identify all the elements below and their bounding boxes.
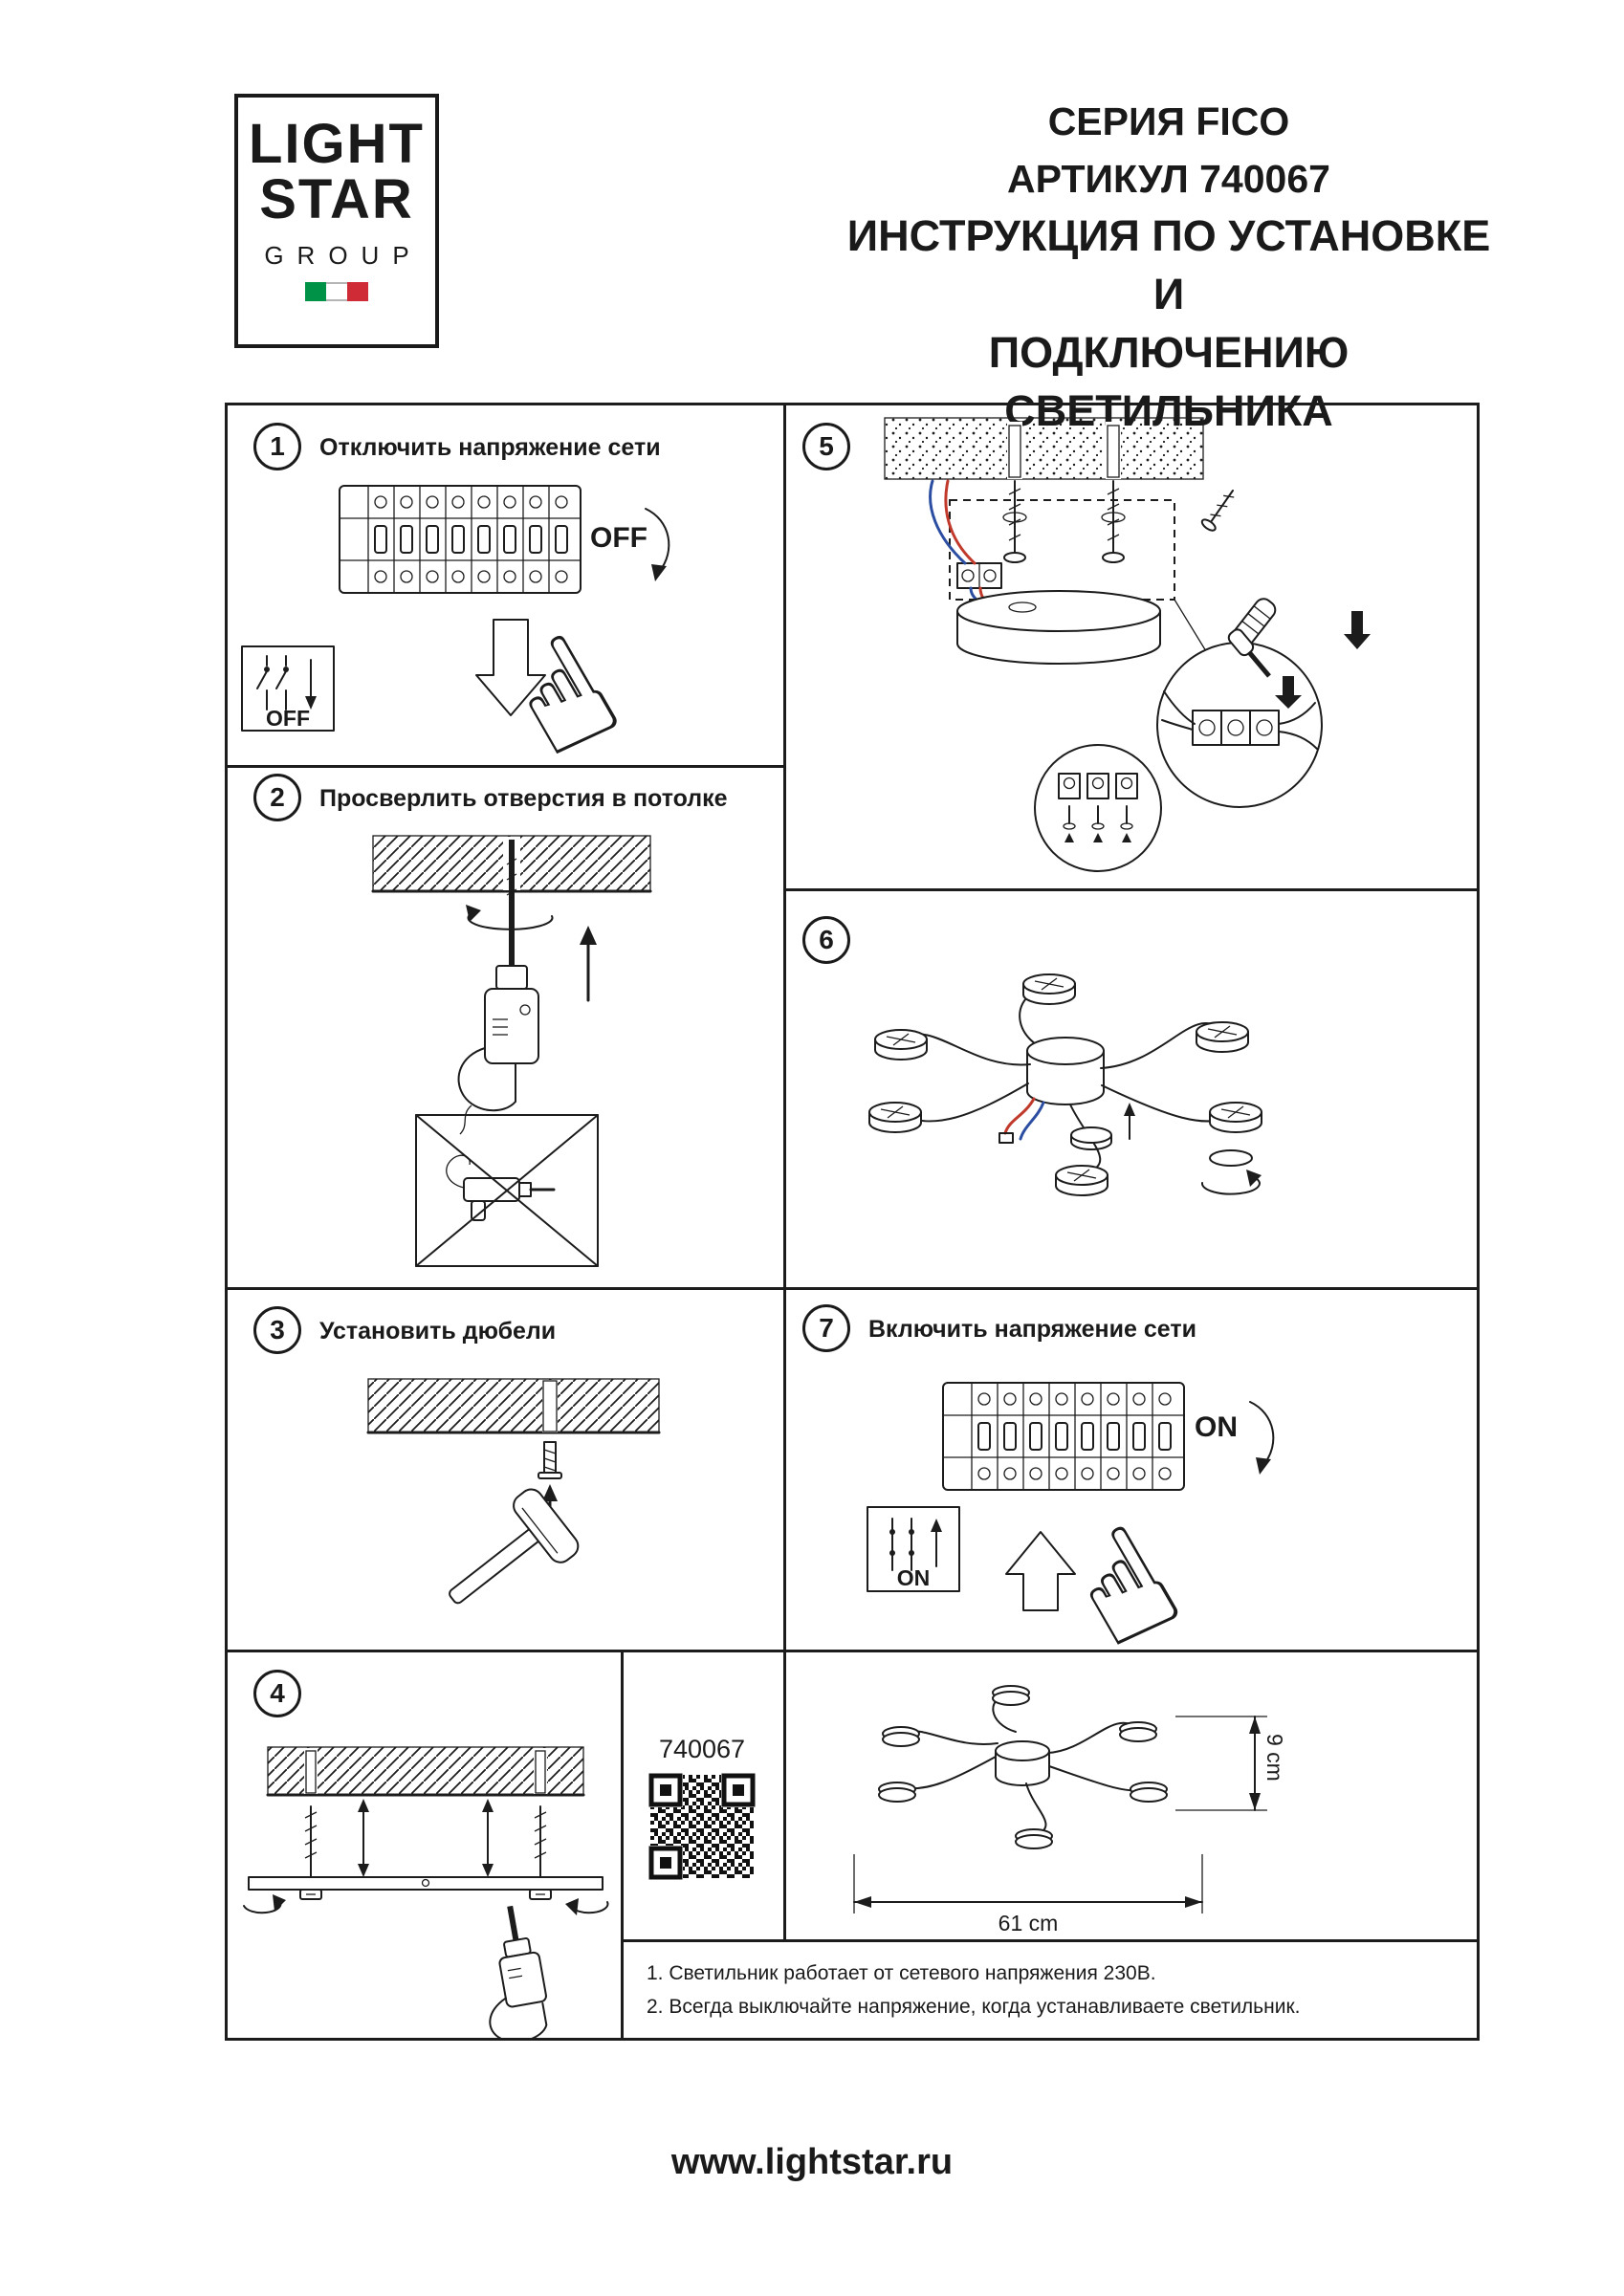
- step-1-label: Отключить напряжение сети: [319, 434, 661, 461]
- circuit-breaker-strip: [942, 1382, 1185, 1491]
- instruction-grid: [225, 403, 1480, 2041]
- doc-title-line2: ПОДКЛЮЧЕНИЮ СВЕТИЛЬНИКА: [988, 328, 1350, 435]
- terminal-block: [956, 562, 1002, 589]
- spot-light: [868, 1102, 922, 1133]
- up-arrow-icon: [1005, 1531, 1076, 1611]
- down-arrow-icon: [1344, 611, 1371, 649]
- hammer-icon: [449, 1488, 580, 1605]
- qr-article-label: 740067: [658, 1735, 746, 1763]
- canopy: [956, 590, 1161, 665]
- screw-icon: [529, 1805, 552, 1900]
- dimension-arrow: [358, 1799, 494, 1877]
- terminal-detail-inset: [1156, 628, 1323, 808]
- chandelier-arms: [896, 985, 1235, 1174]
- note-line-2: 2. Всегда выключайте напряжение, когда у…: [647, 1996, 1301, 2018]
- blue-wire: [1019, 1101, 1045, 1141]
- lightstar-logo: LIGHT STAR GROUP: [234, 94, 439, 348]
- off-box-text: OFF: [266, 706, 310, 731]
- off-indicator: OFF: [241, 645, 335, 732]
- down-arrow-icon: [1275, 676, 1302, 709]
- spot-light: [1022, 973, 1076, 1005]
- step-2-number: 2: [253, 774, 301, 821]
- series-title: СЕРИЯ FICO: [1047, 99, 1290, 143]
- header: СЕРИЯ FICO АРТИКУЛ 740067 ИНСТРУКЦИЯ ПО …: [834, 92, 1503, 440]
- off-text: OFF: [590, 522, 647, 554]
- divider: [621, 1939, 1480, 1942]
- cap: [1070, 1103, 1135, 1150]
- red-wire: [944, 479, 977, 565]
- ceiling-hatch: [266, 1746, 585, 1797]
- step-4-number: 4: [253, 1670, 301, 1717]
- rotate-arrow-icon: [243, 1894, 609, 1915]
- note-line-1: 1. Светильник работает от сетевого напря…: [647, 1962, 1156, 1984]
- divider: [225, 765, 783, 768]
- chandelier-top-view: [878, 1685, 1168, 1849]
- rotate-arrow-icon: [1200, 1149, 1262, 1195]
- step-7-label: Включить напряжение сети: [868, 1316, 1196, 1343]
- width-dimension: 61 cm: [853, 1854, 1203, 1935]
- screw-icon: [299, 1805, 322, 1900]
- height-dimension: 9 cm: [1175, 1716, 1287, 1811]
- step-3-number: 3: [253, 1306, 301, 1354]
- step-5-number: 5: [802, 423, 850, 470]
- screw-icon: [1003, 480, 1125, 563]
- screwdriver-tool-icon: [489, 1905, 548, 2041]
- height-label: 9 cm: [1262, 1734, 1287, 1782]
- screw-icon: [1200, 490, 1235, 532]
- spot-light: [1209, 1102, 1262, 1133]
- chandelier-body: [1026, 1037, 1105, 1105]
- dimensions-illustration: 61 cm 9 cm: [853, 1685, 1287, 1935]
- on-text: ON: [1195, 1411, 1238, 1443]
- step-2-illustration: [371, 835, 652, 1267]
- divider: [783, 888, 1480, 891]
- up-arrow-icon: [580, 926, 597, 1002]
- ceiling-hatch: [366, 1378, 661, 1434]
- spot-light: [874, 1029, 928, 1061]
- spot-light: [1055, 1165, 1108, 1196]
- step-1-illustration: OFF ☝ OFF: [241, 485, 670, 765]
- down-arrow-icon: [475, 619, 546, 716]
- step-3-label: Установить дюбели: [319, 1318, 557, 1345]
- spot-light: [1196, 1021, 1249, 1053]
- rotate-arrow-icon: [645, 508, 670, 581]
- width-label: 61 cm: [999, 1911, 1059, 1935]
- step-6-illustration: [868, 973, 1262, 1196]
- step-7-illustration: ON ☝ ON: [867, 1382, 1275, 1650]
- divider: [225, 1287, 1480, 1290]
- mounting-bar: [248, 1876, 604, 1891]
- doc-title-line1: ИНСТРУКЦИЯ ПО УСТАНОВКЕ И: [846, 211, 1491, 318]
- step-4-illustration: [243, 1746, 609, 2041]
- step-5-illustration: [884, 417, 1371, 872]
- logo-light: LIGHT: [249, 113, 425, 175]
- divider: [783, 403, 786, 1939]
- step-1-number: 1: [253, 423, 301, 470]
- hand-icon: ☝: [1042, 1490, 1207, 1650]
- step-7-number: 7: [802, 1304, 850, 1352]
- ceiling-stipple: [884, 417, 1204, 480]
- logo-star: STAR: [259, 168, 414, 230]
- prohibited-tool-icon: [415, 1114, 599, 1267]
- step-2-label: Просверлить отверстия в потолке: [319, 785, 728, 812]
- notes: 1. Светильник работает от сетевого напря…: [647, 1957, 1469, 2023]
- qr-code: [647, 1771, 757, 1882]
- logo-group: GROUP: [264, 241, 423, 270]
- step-3-illustration: [366, 1378, 661, 1605]
- circuit-breaker-strip: [339, 485, 582, 594]
- blue-wire: [929, 479, 967, 565]
- italian-flag-icon: [305, 282, 368, 301]
- leader-line: [1174, 599, 1207, 652]
- divider: [225, 1650, 1480, 1652]
- on-indicator: ON: [867, 1506, 960, 1592]
- anchors-detail-inset: [1034, 744, 1162, 872]
- dowel-icon: [538, 1441, 562, 1479]
- step-6-number: 6: [802, 916, 850, 964]
- wire-connector: [999, 1132, 1014, 1144]
- drill-icon: [457, 840, 554, 1135]
- red-wire: [1003, 1097, 1036, 1135]
- rotate-arrow-icon: [1249, 1401, 1275, 1475]
- on-box-text: ON: [897, 1565, 931, 1590]
- article-title: АРТИКУЛ 740067: [1007, 157, 1330, 201]
- divider: [621, 1650, 624, 2041]
- footer-url: www.lightstar.ru: [670, 2142, 954, 2182]
